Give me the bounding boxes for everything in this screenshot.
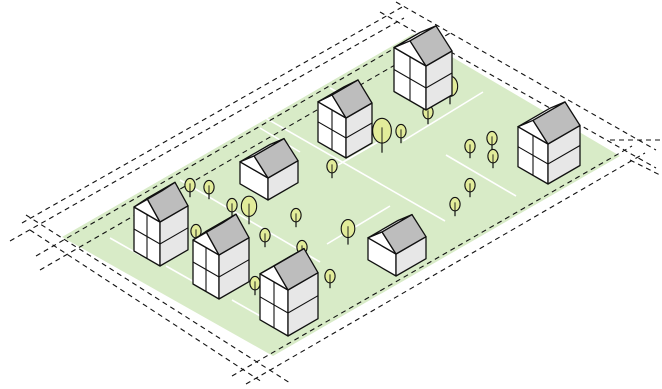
house-two-story [317,79,373,159]
tree [486,130,498,151]
tree [203,179,215,200]
house-two-story [393,25,453,111]
house-two-story [192,213,250,300]
tree [326,158,338,179]
tree [259,227,271,248]
tree [324,268,336,289]
tree [226,197,238,218]
house-two-story [517,101,581,185]
house-one-story [239,137,299,201]
green-block [62,34,620,356]
house-one-story [367,213,427,277]
tree [249,275,261,296]
lot-lines [109,87,517,318]
road-dashes [9,1,661,385]
tree [464,177,476,198]
house-two-story [133,181,189,267]
tree [487,148,499,169]
tree [464,138,476,159]
tree [449,196,461,217]
tree [240,195,258,225]
tree [184,177,196,198]
tree [340,219,356,245]
tree [395,123,407,144]
house-two-story [259,247,319,337]
tree [290,207,302,228]
houses [133,25,581,337]
